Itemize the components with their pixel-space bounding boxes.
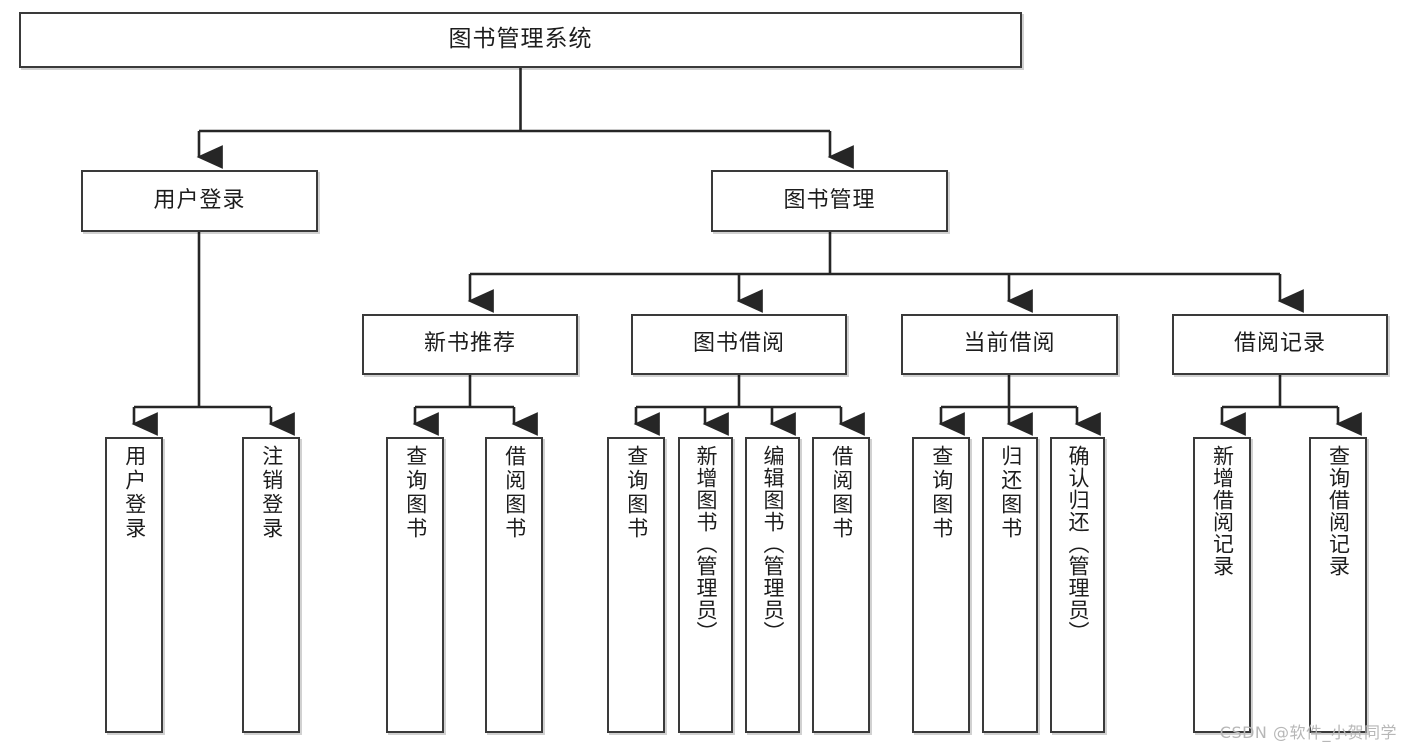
- node-label: 借阅记录: [1233, 331, 1326, 357]
- node-label: 查询借阅记录: [1326, 445, 1351, 577]
- node-book-management[interactable]: 图书管理: [711, 170, 948, 232]
- node-label: 新书推荐: [423, 331, 516, 357]
- leaf-query-book-current[interactable]: 查询图书: [912, 437, 970, 733]
- leaf-query-book-borrow[interactable]: 查询图书: [607, 437, 665, 733]
- node-current-borrow[interactable]: 当前借阅: [901, 314, 1118, 375]
- node-label: 新增借阅记录: [1210, 445, 1235, 577]
- node-user-login[interactable]: 用户登录: [81, 170, 318, 232]
- node-label: 新增图书（管理员）: [694, 445, 719, 643]
- node-label: 当前借阅: [963, 331, 1056, 357]
- node-borrow-record[interactable]: 借阅记录: [1172, 314, 1388, 375]
- leaf-borrow-book[interactable]: 借阅图书: [812, 437, 870, 733]
- node-label: 用户登录: [122, 445, 147, 541]
- leaf-edit-book-admin[interactable]: 编辑图书（管理员）: [745, 437, 800, 733]
- leaf-borrow-book-recommend[interactable]: 借阅图书: [485, 437, 543, 733]
- leaf-query-borrow-record[interactable]: 查询借阅记录: [1309, 437, 1367, 733]
- leaf-logout[interactable]: 注销登录: [242, 437, 300, 733]
- leaf-user-login[interactable]: 用户登录: [105, 437, 163, 733]
- leaf-add-borrow-record[interactable]: 新增借阅记录: [1193, 437, 1251, 733]
- node-label: 用户登录: [153, 187, 246, 213]
- node-book-borrow[interactable]: 图书借阅: [631, 314, 847, 375]
- node-label: 图书管理系统: [448, 26, 593, 53]
- node-label: 借阅图书: [502, 445, 527, 541]
- node-label: 图书管理: [783, 187, 876, 213]
- node-label: 注销登录: [259, 445, 284, 541]
- leaf-return-book[interactable]: 归还图书: [982, 437, 1038, 733]
- leaf-query-book-recommend[interactable]: 查询图书: [386, 437, 444, 733]
- node-new-book-recommend[interactable]: 新书推荐: [362, 314, 578, 375]
- node-label: 图书借阅: [692, 331, 785, 357]
- leaf-confirm-return-admin[interactable]: 确认归还（管理员）: [1050, 437, 1105, 733]
- node-book-management-system[interactable]: 图书管理系统: [19, 12, 1022, 68]
- node-label: 查询图书: [624, 445, 649, 541]
- node-label: 归还图书: [998, 445, 1023, 541]
- leaf-add-book-admin[interactable]: 新增图书（管理员）: [678, 437, 733, 733]
- node-label: 借阅图书: [829, 445, 854, 541]
- node-label: 编辑图书（管理员）: [761, 445, 786, 643]
- node-label: 确认归还（管理员）: [1066, 445, 1091, 643]
- node-label: 查询图书: [929, 445, 954, 541]
- node-label: 查询图书: [403, 445, 428, 541]
